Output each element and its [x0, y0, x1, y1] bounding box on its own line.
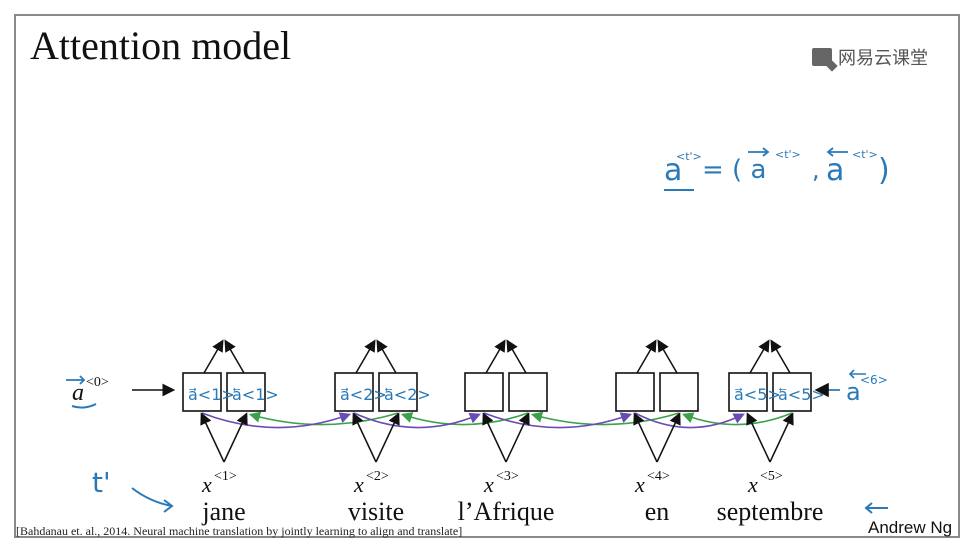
- forward-links: [201, 412, 745, 429]
- formula-forward-arrow-icon: [748, 147, 770, 157]
- forward-activation-5: a⃗<5>: [734, 385, 781, 404]
- output-arrow-right-5: [770, 339, 791, 374]
- forward-link-1: [201, 412, 352, 429]
- a0-underline: [71, 403, 97, 409]
- input-arrow-forward-4: [633, 412, 658, 463]
- formula-backward-arrow-icon: [826, 147, 848, 157]
- a6-backward-arrow-icon: [848, 369, 866, 379]
- cell-column-5: a⃗<5>a⃖<5> x<5> septembre: [717, 339, 825, 526]
- input-word-5: septembre: [717, 497, 824, 526]
- output-arrow-right-4: [657, 339, 678, 374]
- backward-links: [248, 411, 793, 426]
- input-arrow-forward-1: [200, 412, 225, 463]
- input-arrow-backward-4: [656, 412, 681, 463]
- input-arrow-backward-1: [223, 412, 248, 463]
- input-word-1: jane: [201, 497, 245, 526]
- formula-rhs-sup2: <t'>: [852, 148, 878, 161]
- output-arrow-right-1: [224, 339, 245, 374]
- input-word-4: en: [645, 497, 670, 526]
- tprime-label: t': [92, 466, 111, 499]
- formula-lhs-sup: <t'>: [676, 150, 702, 163]
- backward-link-2: [400, 412, 529, 426]
- input-var-2: x: [353, 472, 364, 497]
- output-arrow-left-5: [749, 339, 770, 374]
- input-sup-1: <1>: [214, 469, 237, 484]
- output-arrow-left-1: [203, 339, 224, 374]
- formula-rhs: = ( a: [702, 155, 766, 185]
- formula-close: ): [878, 153, 890, 188]
- cell-column-1: a⃗<1>a⃖<1> x<1> jane: [182, 339, 279, 526]
- cell-column-2: a⃗<2>a⃖<2> x<2> visite: [334, 339, 431, 526]
- formula-lhs: a: [664, 153, 682, 188]
- input-arrow-backward-2: [375, 412, 400, 463]
- a0-forward-arrow-icon: [66, 375, 86, 385]
- backward-cell-1: [226, 372, 266, 412]
- tprime-annotation: t': [92, 466, 888, 514]
- input-arrow-backward-5: [769, 412, 794, 463]
- slide-title: Attention model: [30, 23, 292, 68]
- a6-sup: <6>: [860, 373, 888, 387]
- formula-rhs2: a: [826, 153, 844, 188]
- forward-cell-2: [334, 372, 374, 412]
- input-word-3: l’Afrique: [458, 497, 555, 526]
- input-arrow-backward-3: [505, 412, 530, 463]
- input-var-1: x: [201, 472, 212, 497]
- forward-activation-1: a⃗<1>: [188, 385, 235, 404]
- backward-cell-3: [508, 372, 548, 412]
- backward-link-4: [682, 412, 793, 426]
- slide-frame: [14, 14, 960, 538]
- citation: [Bahdanau et. al., 2014. Neural machine …: [16, 524, 463, 538]
- forward-cell-3: [464, 372, 504, 412]
- backward-link-1: [248, 411, 399, 426]
- forward-activation-2: a⃗<2>: [340, 385, 387, 404]
- input-arrow-forward-2: [352, 412, 377, 463]
- brand-text: 网易云课堂: [838, 48, 928, 69]
- brand-icon: [812, 48, 832, 66]
- author-name: Andrew Ng: [868, 518, 953, 537]
- output-arrow-left-3: [485, 339, 506, 374]
- a0-initial-state: a <0>: [66, 375, 176, 409]
- output-arrow-right-2: [376, 339, 397, 374]
- output-arrow-right-3: [506, 339, 527, 374]
- a6-final-state: a <6>: [814, 369, 888, 406]
- input-var-4: x: [634, 472, 645, 497]
- input-arrow-forward-3: [482, 412, 507, 463]
- input-var-5: x: [747, 472, 758, 497]
- bidirectional-cells: a⃗<1>a⃖<1>x<1>janea⃗<2>a⃖<2>x<2>visitex<…: [182, 339, 825, 526]
- backward-activation-1: a⃖<1>: [232, 385, 279, 404]
- output-arrow-left-2: [355, 339, 376, 374]
- cell-column-3: x<3> l’Afrique: [458, 339, 555, 526]
- forward-cell-1: [182, 372, 222, 412]
- brand-logo: 网易云课堂: [812, 44, 928, 70]
- forward-cell-4: [615, 372, 655, 412]
- forward-cell-5: [728, 372, 768, 412]
- attention-formula: a <t'> = ( a <t'> , a <t'> ): [664, 147, 890, 191]
- backward-cell-2: [378, 372, 418, 412]
- input-arrow-forward-5: [746, 412, 771, 463]
- a0-sup: <0>: [86, 375, 109, 390]
- a0-label: a: [72, 380, 84, 406]
- tprime-arrow-icon: [131, 487, 174, 513]
- backward-activation-2: a⃖<2>: [384, 385, 431, 404]
- input-word-2: visite: [348, 497, 404, 526]
- forward-link-2: [353, 412, 481, 429]
- septembre-pointer-arrow-icon: [864, 502, 888, 514]
- formula-comma: ,: [812, 156, 820, 184]
- backward-link-3: [530, 411, 680, 426]
- formula-rhs-sup1: <t'>: [775, 148, 801, 161]
- cell-column-4: x<4> en: [615, 339, 699, 526]
- a6-label: a: [846, 378, 861, 406]
- input-var-3: x: [483, 472, 494, 497]
- forward-link-3: [483, 412, 633, 429]
- input-sup-4: <4>: [647, 469, 670, 484]
- input-sup-5: <5>: [760, 469, 783, 484]
- backward-cell-4: [659, 372, 699, 412]
- output-arrow-left-4: [636, 339, 657, 374]
- input-sup-3: <3>: [496, 469, 519, 484]
- input-sup-2: <2>: [366, 469, 389, 484]
- backward-cell-5: [772, 372, 812, 412]
- backward-activation-5: a⃖<5>: [778, 385, 825, 404]
- forward-link-4: [634, 412, 745, 429]
